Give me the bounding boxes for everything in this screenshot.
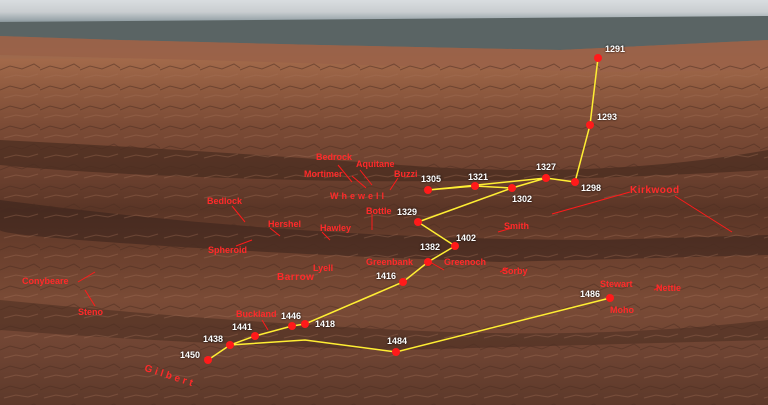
sol-label: 1402 <box>456 233 477 243</box>
feature-label: Greenbank <box>366 257 414 267</box>
sol-label: 1484 <box>387 336 408 346</box>
sol-label: 1438 <box>203 334 224 344</box>
traverse-route <box>207 57 611 361</box>
feature-label: Whewell <box>330 191 388 201</box>
feature-label: Bottle <box>366 206 392 216</box>
feature-label: Smith <box>504 221 530 231</box>
feature-label: Steno <box>78 307 104 317</box>
sol-label: 1305 <box>421 174 442 184</box>
feature-pointers <box>77 164 733 331</box>
sol-label: 1291 <box>605 44 626 54</box>
feature-label: Lyell <box>313 263 334 273</box>
feature-label: Barrow <box>277 272 315 283</box>
sol-label: 1450 <box>180 350 201 360</box>
sol-label: 1329 <box>397 207 418 217</box>
feature-label: Mortimer <box>304 169 343 179</box>
feature-label: Sorby <box>502 266 528 276</box>
sol-label: 1327 <box>536 162 557 172</box>
sol-label: 1382 <box>420 242 441 252</box>
feature-label: Kirkwood <box>630 185 680 196</box>
feature-label: Bedlock <box>207 196 243 206</box>
feature-label: Nettie <box>656 283 682 293</box>
sol-label: 1298 <box>581 183 602 193</box>
feature-label: Bedrock <box>316 152 353 162</box>
feature-label: Buckland <box>236 309 277 319</box>
sol-label: 1486 <box>580 289 601 299</box>
sol-label: 1441 <box>232 322 253 332</box>
feature-label: Hawley <box>320 223 352 233</box>
waypoint-markers <box>204 54 614 364</box>
feature-label: Greenoch <box>444 257 487 267</box>
feature-label: Spheroid <box>208 245 248 255</box>
feature-label: Buzzi <box>394 169 418 179</box>
sol-label: 1418 <box>315 319 336 329</box>
sol-label: 1321 <box>468 172 489 182</box>
feature-label: Moho <box>610 305 634 315</box>
sol-label: 1416 <box>376 271 397 281</box>
sol-label: 1293 <box>597 112 618 122</box>
feature-label: Hershel <box>268 219 302 229</box>
feature-label: Conybeare <box>22 276 69 286</box>
sol-label: 1446 <box>281 311 302 321</box>
sol-label: 1302 <box>512 194 533 204</box>
rock-texture <box>0 60 768 405</box>
crater-floor <box>0 16 768 50</box>
feature-label: Stewart <box>600 279 633 289</box>
feature-label: Aquitane <box>356 159 395 169</box>
